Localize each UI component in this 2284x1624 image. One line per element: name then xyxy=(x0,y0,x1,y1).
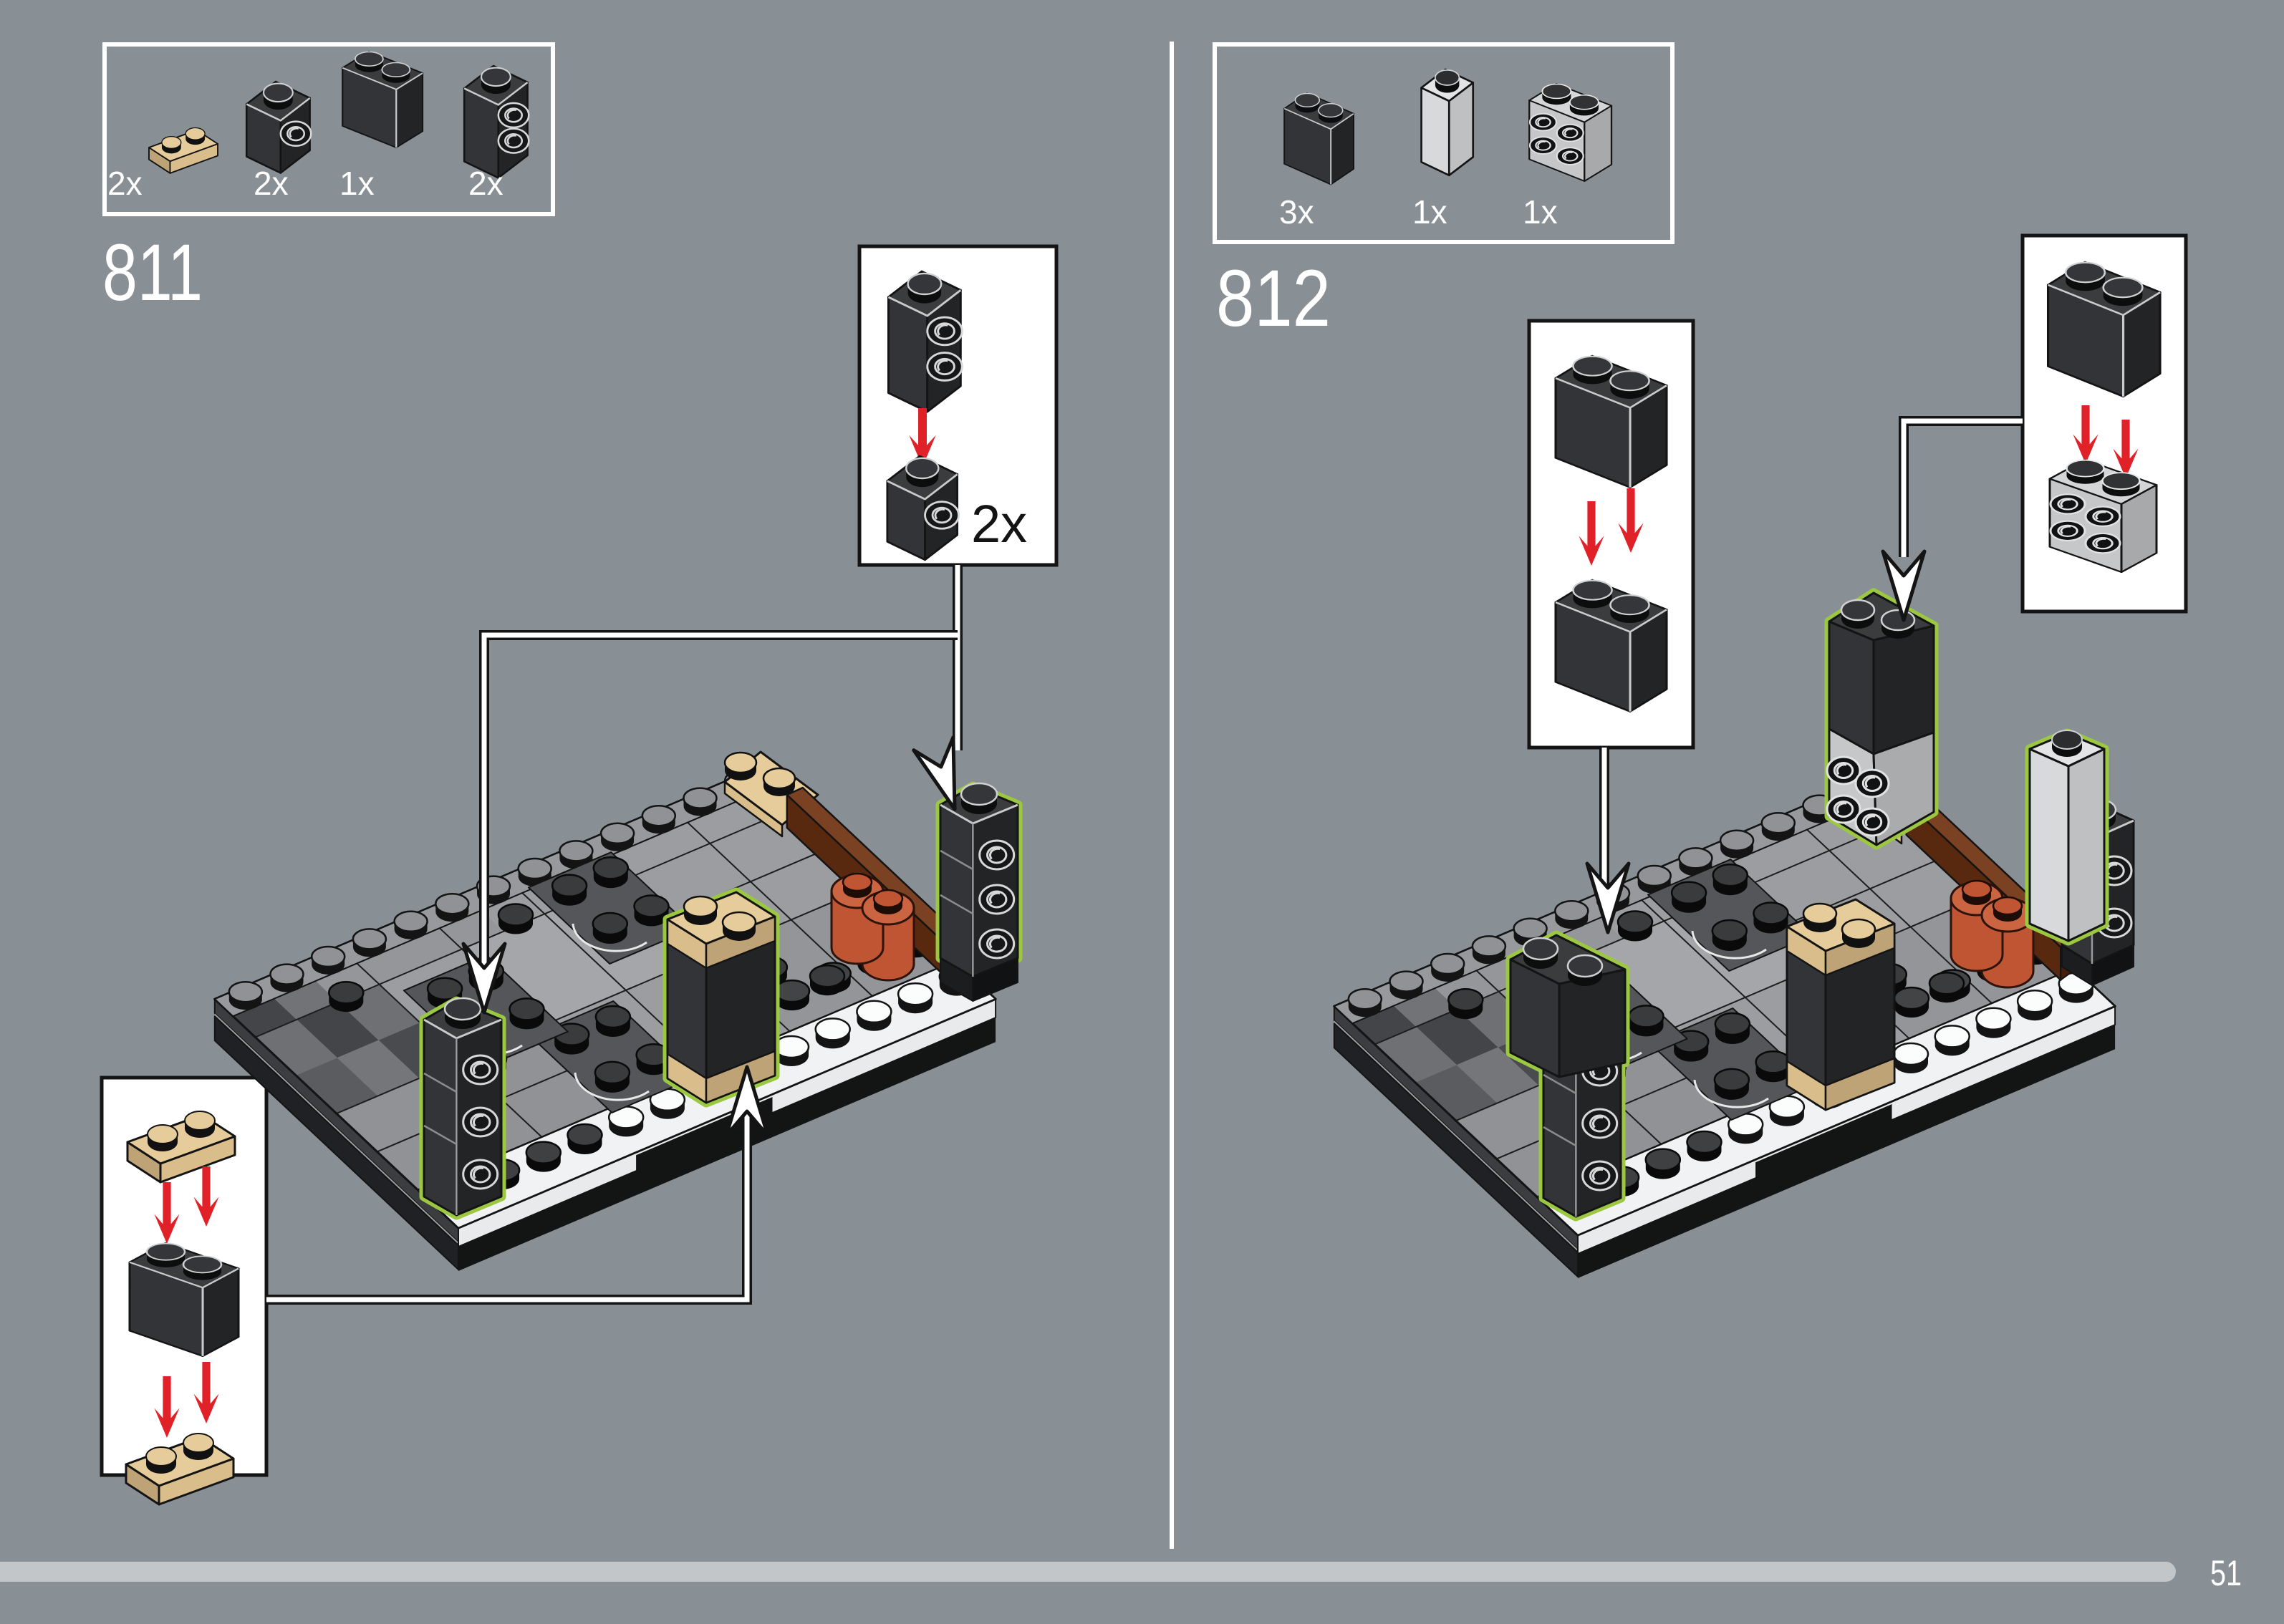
svg-text:2x: 2x xyxy=(107,165,143,202)
svg-text:51: 51 xyxy=(2210,1553,2242,1593)
svg-text:3x: 3x xyxy=(1279,193,1314,231)
svg-text:2x: 2x xyxy=(468,165,503,202)
svg-text:812: 812 xyxy=(1216,253,1331,343)
svg-text:2x: 2x xyxy=(971,494,1027,554)
svg-text:1x: 1x xyxy=(1523,193,1558,231)
svg-text:2x: 2x xyxy=(254,165,289,202)
svg-text:1x: 1x xyxy=(1412,193,1447,231)
svg-text:1x: 1x xyxy=(339,165,375,202)
svg-text:811: 811 xyxy=(102,228,203,317)
